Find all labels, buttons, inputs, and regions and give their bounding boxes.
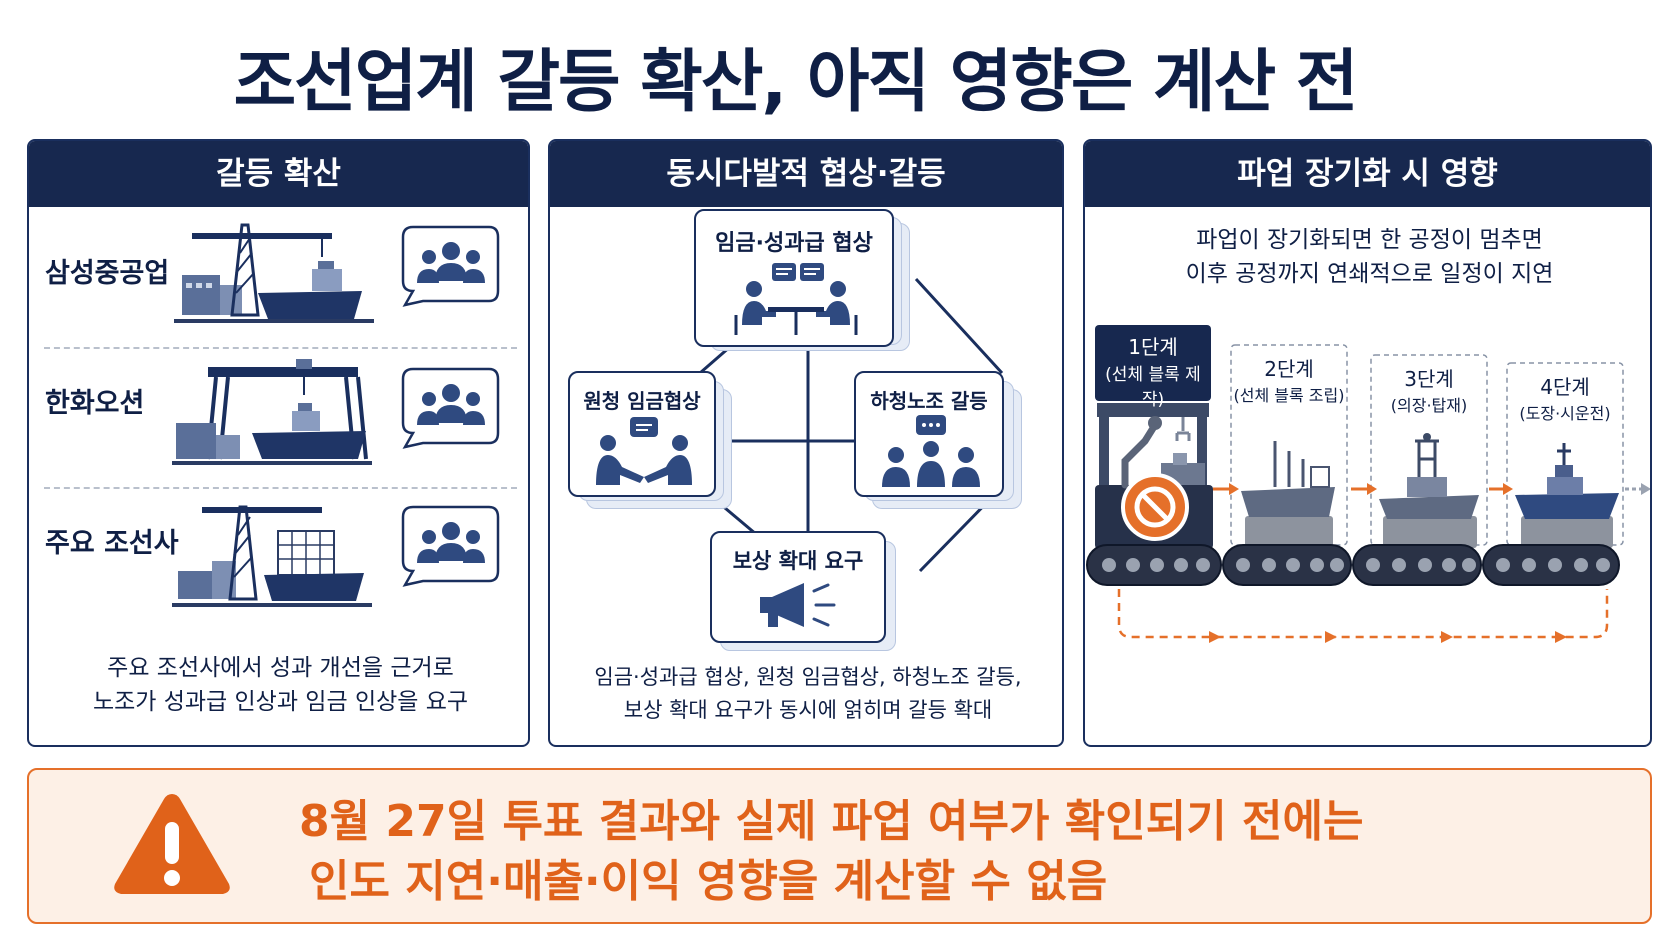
conflict-caption-line-2: 노조가 성과급 인상과 임금 인상을 요구 [92,689,469,715]
negotiation-caption-line-2: 보상 확대 요구가 동시에 얽히며 갈등 확대 [623,698,993,722]
warning-triangle-icon [114,794,230,894]
negotiation-caption-line-1: 임금·성과급 협상, 원청 임금협상, 하청노조 갈등, [594,665,1022,689]
card-compensation: 보상 확대 요구 [710,531,886,643]
negotiation-panel: 동시다발적 협상·갈등 임금·성과급 협상 원청 임금협상 하청노조 [548,139,1064,747]
warning-banner: 8월 27일 투표 결과와 실제 파업 여부가 확인되기 전에는 인도 지연·매… [27,768,1652,924]
group-discussion-icon [882,415,980,487]
shipyard-gantry-ship-icon [172,359,372,465]
shipyard-crane-ship-icon [174,223,374,323]
stage-3-number: 3단계 [1404,367,1454,391]
impact-panel: 파업 장기화 시 영향 파업이 장기화되면 한 공정이 멈추면 이후 공정까지 … [1083,139,1652,747]
conflict-caption-line-1: 주요 조선사에서 성과 개선을 근거로 [107,655,454,681]
stage-4-label: 4단계 (도장·시운전) [1507,371,1623,424]
yard-name-major: 주요 조선사 [45,528,179,559]
negotiation-caption: 임금·성과급 협상, 원청 임금협상, 하청노조 갈등, 보상 확대 요구가 동… [550,661,1062,727]
workers-speech-bubble-icon [401,505,500,587]
stage-3-label: 3단계 (의장·탑재) [1371,363,1487,416]
negotiation-panel-header: 동시다발적 협상·갈등 [550,141,1062,207]
megaphone-icon [760,583,836,627]
stage-1-desc: (선체 블록 제작) [1105,365,1201,410]
page-title: 조선업계 갈등 확산, 아직 영향은 계산 전 [233,43,1359,122]
workers-speech-bubble-icon [401,367,500,449]
conflict-caption: 주요 조선사에서 성과 개선을 근거로 노조가 성과급 인상과 임금 인상을 요… [29,651,528,719]
card-subcontract-union: 하청노조 갈등 [854,371,1004,497]
warning-line-2: 인도 지연·매출·이익 영향을 계산할 수 없음 [309,856,1108,907]
card-prime-wage-label: 원청 임금협상 [583,389,701,413]
impact-caption-line-2: 이후 공정까지 연쇄적으로 일정이 지연 [1185,261,1554,287]
stage-2-number: 2단계 [1264,357,1314,381]
card-wage-bonus: 임금·성과급 협상 [694,209,894,347]
impact-panel-header: 파업 장기화 시 영향 [1085,141,1650,207]
card-subcontract-union-label: 하청노조 갈등 [870,389,988,413]
card-prime-wage: 원청 임금협상 [568,371,716,497]
stage-4-number: 4단계 [1540,375,1590,399]
row-divider [44,347,517,349]
conflict-panel: 갈등 확산 삼성중공업 한화오션 [27,139,530,747]
row-divider [44,487,517,489]
stage-1-number: 1단계 [1128,335,1178,359]
stage-2-label: 2단계 (선체 블록 조립) [1231,353,1347,406]
card-compensation-label: 보상 확대 요구 [732,549,864,573]
impact-caption: 파업이 장기화되면 한 공정이 멈추면 이후 공정까지 연쇄적으로 일정이 지연 [1085,223,1650,291]
warning-text: 8월 27일 투표 결과와 실제 파업 여부가 확인되기 전에는 인도 지연·매… [299,792,1629,912]
yard-name-hanwha: 한화오션 [45,388,145,419]
warning-line-1: 8월 27일 투표 결과와 실제 파업 여부가 확인되기 전에는 [299,796,1364,847]
yard-name-samsung: 삼성중공업 [45,258,170,289]
stage-1-label: 1단계 (선체 블록 제작) [1095,331,1211,410]
meeting-table-icon [734,263,858,335]
stage-4-desc: (도장·시운전) [1519,404,1611,423]
workers-speech-bubble-icon [401,225,500,307]
handshake-icon [596,417,692,485]
card-wage-bonus-label: 임금·성과급 협상 [715,231,873,256]
impact-caption-line-1: 파업이 장기화되면 한 공정이 멈추면 [1196,227,1543,253]
stage-3-desc: (의장·탑재) [1390,396,1468,415]
production-line-diagram [1086,325,1650,643]
stage-2-desc: (선체 블록 조립) [1233,386,1345,405]
conflict-panel-header: 갈등 확산 [29,141,528,207]
shipyard-crane-ship-icon [172,505,372,607]
